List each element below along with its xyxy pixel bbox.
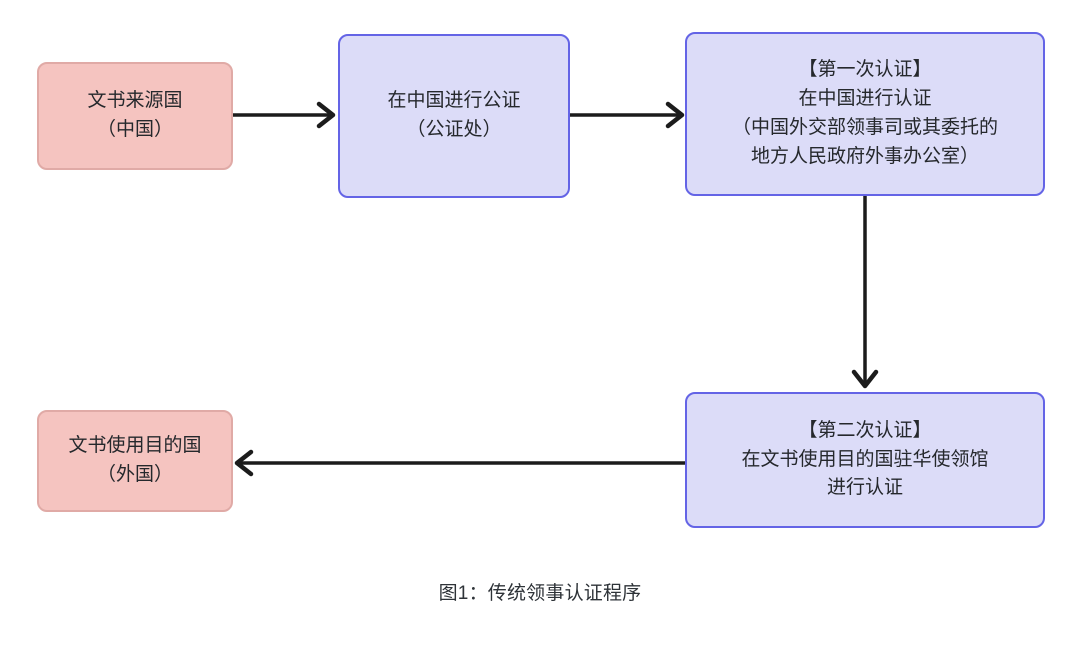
node-document-destination-country[interactable]: 文书使用目的国 （外国）: [37, 410, 233, 512]
node-notarization-in-china[interactable]: 在中国进行公证 （公证处）: [338, 34, 570, 198]
node-second-authentication[interactable]: 【第二次认证】 在文书使用目的国驻华使领馆 进行认证: [685, 392, 1045, 528]
edge-source-to-notarization: [233, 100, 341, 130]
edge-auth-second-to-destination: [231, 448, 687, 478]
node-first-authentication[interactable]: 【第一次认证】 在中国进行认证 （中国外交部领事司或其委托的 地方人民政府外事办…: [685, 32, 1045, 196]
edge-notarization-to-auth-first: [570, 100, 690, 130]
figure-caption: 图1：传统领事认证程序: [438, 583, 642, 604]
node-document-source-country[interactable]: 文书来源国 （中国）: [37, 62, 233, 170]
edge-auth-first-to-auth-second: [850, 196, 880, 394]
